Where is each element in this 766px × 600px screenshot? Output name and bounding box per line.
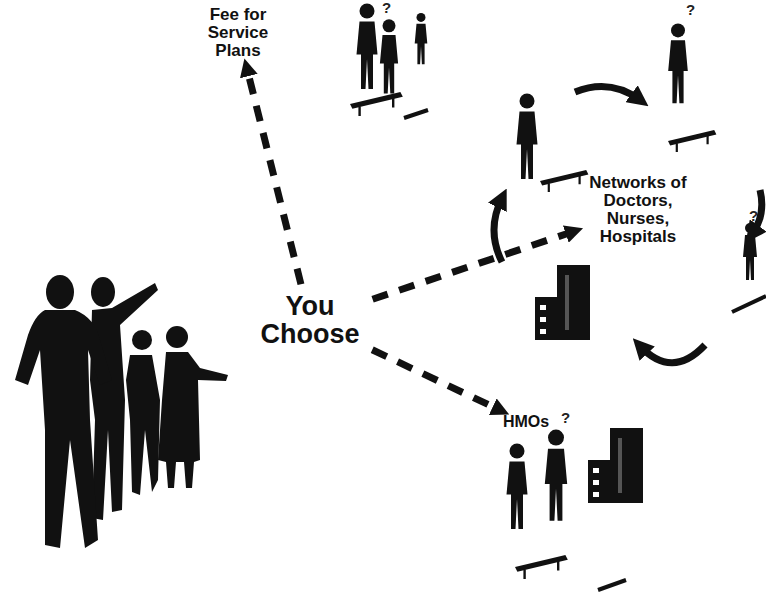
hmo-figures [507,428,644,590]
person-head [132,330,152,350]
group-label: Networks of Doctors, Nurses, Hospitals [582,174,694,245]
group-label: HMOs [494,414,558,431]
person-figure [507,444,528,530]
person-figure [545,430,567,521]
person-body [15,310,112,548]
hospital-building [535,265,590,340]
choice-arrow [372,350,501,411]
cycle-arrow [640,345,705,363]
question-mark: ? [686,2,695,17]
person-figure [415,13,428,64]
option-group: HMOs [494,414,558,431]
fee-for-service-figures [350,4,428,119]
question-mark: ? [561,410,570,425]
person-figure [357,4,378,90]
people-group [15,275,228,548]
person-body [126,355,160,495]
person-head [91,277,115,307]
option-group: Networks of Doctors, Nurses, Hospitals [582,174,694,245]
person-head [46,275,74,309]
cycle-arrow [575,87,640,100]
group-label: Fee for Service Plans [192,6,284,60]
gurney-symbol [515,555,568,579]
option-group: Fee for Service Plans [192,6,284,60]
choice-arrow [373,231,575,299]
cycle-arrow [494,198,502,262]
network-figures [494,23,766,362]
question-mark: ? [749,208,758,223]
hospital-building [588,428,643,503]
person-body [90,283,158,520]
choice-arrow [247,67,301,284]
person-body [158,352,228,488]
dash-mark [598,580,626,590]
person-figure [668,23,688,103]
question-mark: ? [382,0,391,15]
gurney-symbol [350,92,403,116]
group-label: You Choose [255,292,365,349]
option-group: You Choose [255,292,365,349]
dash-mark [732,296,766,312]
gurney-symbol [540,170,588,192]
person-figure [517,94,538,180]
person-head [166,326,188,348]
gurney-symbol [668,130,716,152]
dash-mark [404,110,428,118]
person-figure [380,19,398,93]
